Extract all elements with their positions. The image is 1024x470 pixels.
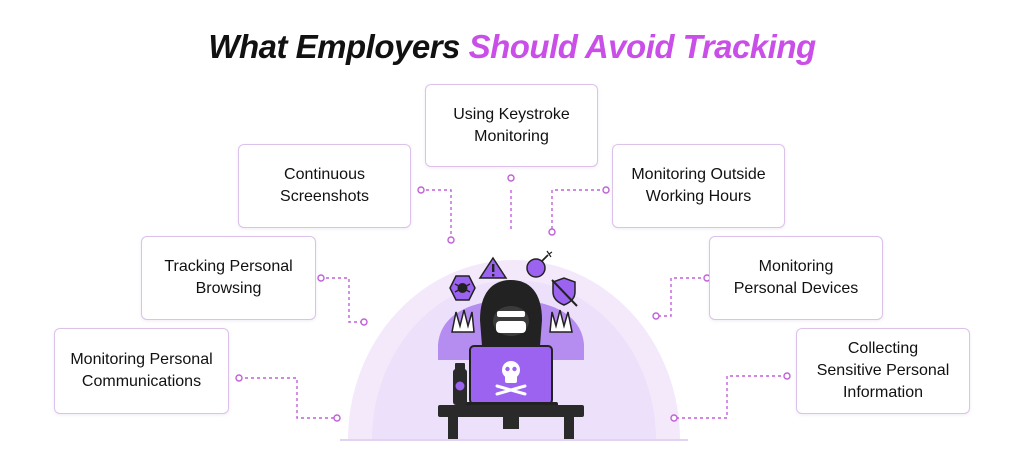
- card-keystroke-label: Using Keystroke Monitoring: [453, 105, 570, 145]
- card-devices-label: Monitoring Personal Devices: [733, 258, 859, 297]
- connector-devices: [658, 277, 701, 317]
- card-outside-hours-label: Monitoring Outside Working Hours: [631, 166, 766, 205]
- connector-communications: [239, 377, 335, 419]
- warning-icon: [478, 256, 508, 279]
- title-part-black: What Employers: [208, 28, 469, 65]
- card-browsing-label: Tracking Personal Browsing: [164, 258, 293, 297]
- card-outside-hours: Monitoring Outside Working Hours: [612, 144, 785, 228]
- bomb-icon: [526, 250, 553, 278]
- card-communications: Monitoring Personal Communications: [54, 328, 229, 414]
- hacker-mask: [496, 321, 526, 333]
- desk-top: [438, 405, 584, 417]
- desk-leg-right: [564, 417, 574, 439]
- page-title: What Employers Should Avoid Tracking: [0, 28, 1024, 66]
- connector-outside-hours: [551, 189, 600, 232]
- connector-screenshots: [426, 189, 452, 240]
- desk-leg-left: [448, 417, 458, 439]
- title-part-accent: Should Avoid Tracking: [468, 28, 817, 65]
- card-browsing: Tracking Personal Browsing: [141, 236, 316, 320]
- card-devices: Monitoring Personal Devices: [709, 236, 883, 320]
- connector-browsing: [326, 277, 362, 323]
- connectors: [239, 189, 787, 419]
- card-communications-label: Monitoring Personal Communications: [70, 351, 213, 390]
- desk-stand: [503, 417, 519, 429]
- card-sensitive-info-label: Collecting Sensitive Personal Informatio…: [816, 340, 950, 401]
- card-screenshots-label: Continuous Screenshots: [280, 166, 369, 205]
- skull-icon: [495, 361, 527, 396]
- bottle: [453, 363, 467, 405]
- hacker-eyes: [497, 311, 525, 317]
- connector-dots: [235, 174, 791, 422]
- no-shield-icon: [551, 277, 578, 307]
- bug-icon: [449, 275, 476, 301]
- card-screenshots: Continuous Screenshots: [238, 144, 411, 228]
- connector-sensitive-info: [676, 375, 787, 419]
- hacker-hands: [451, 309, 573, 333]
- card-sensitive-info: Collecting Sensitive Personal Informatio…: [796, 328, 970, 414]
- card-keystroke: Using Keystroke Monitoring: [425, 84, 598, 167]
